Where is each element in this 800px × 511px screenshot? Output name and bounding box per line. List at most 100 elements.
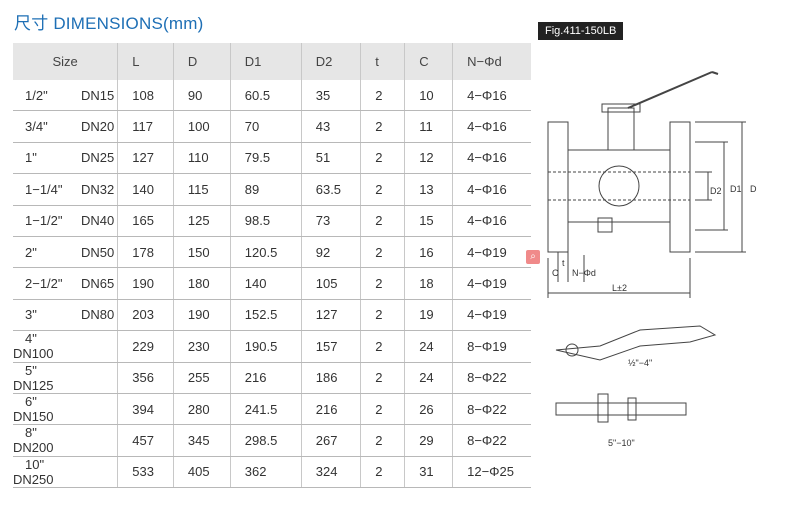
size-cell: 3"DN80	[13, 299, 119, 332]
cell-n: 8−Φ19	[452, 330, 531, 363]
cell-d1: 120.5	[230, 236, 302, 269]
cell-n: 4−Φ19	[452, 299, 531, 332]
column-header-col-2: D	[173, 43, 231, 80]
cell-l: 108	[117, 80, 174, 112]
cell-t: 2	[360, 424, 406, 457]
valve-ball	[598, 165, 640, 207]
cell-d1: 70	[230, 110, 302, 143]
column-header-col-3: D1	[230, 43, 302, 80]
handle-large	[555, 402, 687, 416]
cell-l: 229	[117, 330, 174, 363]
size-inch: 6"	[25, 394, 37, 410]
cell-d2: 186	[301, 362, 362, 394]
cell-d1: 241.5	[230, 393, 302, 426]
cell-t: 2	[360, 110, 406, 143]
size-dn: DN250	[13, 471, 54, 487]
cell-d2: 105	[301, 267, 362, 300]
cell-l: 127	[117, 142, 174, 175]
cell-c: 26	[404, 393, 454, 426]
cell-d2: 216	[301, 393, 362, 426]
figure-label: Fig.411-150LB	[538, 22, 624, 40]
cell-n: 8−Φ22	[452, 424, 531, 457]
cell-d1: 60.5	[230, 80, 302, 112]
column-header-col-7: N−Φd	[452, 43, 531, 80]
cell-n: 4−Φ16	[452, 173, 531, 206]
valve-stem	[607, 107, 635, 151]
size-cell: 1−1/2"DN40	[13, 205, 119, 237]
cell-t: 2	[360, 393, 406, 426]
label-handle-small: ½"−4"	[628, 358, 652, 368]
cell-l: 178	[117, 236, 174, 269]
cell-l: 165	[117, 205, 174, 237]
cell-n: 4−Φ16	[452, 80, 531, 112]
label-nd: N−Φd	[572, 268, 596, 278]
label-t: t	[562, 258, 565, 268]
page-title: 尺寸 DIMENSIONS(mm)	[14, 14, 204, 33]
size-inch: 1/2"	[25, 87, 48, 103]
size-cell: 6"DN150	[13, 393, 119, 426]
cell-n: 8−Φ22	[452, 393, 531, 426]
cell-n: 4−Φ19	[452, 267, 531, 300]
cell-d2: 157	[301, 330, 362, 363]
cell-l: 356	[117, 362, 174, 394]
cell-t: 2	[360, 456, 406, 489]
size-cell: 1/2"DN15	[13, 80, 119, 112]
cell-c: 31	[404, 456, 454, 489]
size-dn: DN40	[81, 213, 115, 229]
cell-t: 2	[360, 362, 406, 394]
cell-d2: 73	[301, 205, 362, 237]
cell-d: 110	[173, 142, 231, 175]
size-cell: 4"DN100	[13, 330, 119, 363]
size-cell: 5"DN125	[13, 362, 119, 394]
cell-n: 4−Φ16	[452, 110, 531, 143]
cell-t: 2	[360, 142, 406, 175]
size-dn: DN32	[81, 181, 115, 197]
cell-c: 10	[404, 80, 454, 112]
column-header-size: Size	[13, 43, 119, 80]
size-cell: 1−1/4"DN32	[13, 173, 119, 206]
size-inch: 8"	[25, 425, 37, 441]
cell-d1: 298.5	[230, 424, 302, 457]
size-cell: 2−1/2"DN65	[13, 267, 119, 300]
size-cell: 10"DN250	[13, 456, 119, 489]
size-inch: 1"	[25, 150, 37, 166]
size-inch: 10"	[25, 456, 45, 472]
size-dn: DN150	[13, 409, 54, 425]
cell-d2: 43	[301, 110, 362, 143]
label-d2: D2	[710, 186, 722, 196]
cell-d1: 140	[230, 267, 302, 300]
cell-d2: 35	[301, 80, 362, 112]
right-flange	[669, 121, 691, 253]
cell-d: 180	[173, 267, 231, 300]
size-cell: 3/4"DN20	[13, 110, 119, 143]
cell-d: 230	[173, 330, 231, 363]
cell-d: 100	[173, 110, 231, 143]
cell-t: 2	[360, 267, 406, 300]
cell-c: 19	[404, 299, 454, 332]
cell-c: 24	[404, 362, 454, 394]
cell-c: 18	[404, 267, 454, 300]
cell-l: 190	[117, 267, 174, 300]
cell-t: 2	[360, 236, 406, 269]
cell-d1: 152.5	[230, 299, 302, 332]
cell-n: 4−Φ16	[452, 205, 531, 237]
cell-d: 345	[173, 424, 231, 457]
size-inch: 4"	[25, 331, 37, 347]
size-dn: DN20	[81, 119, 115, 135]
cell-n: 12−Φ25	[452, 456, 531, 489]
cell-d: 255	[173, 362, 231, 394]
zoom-icon[interactable]: ⌕	[526, 250, 540, 264]
